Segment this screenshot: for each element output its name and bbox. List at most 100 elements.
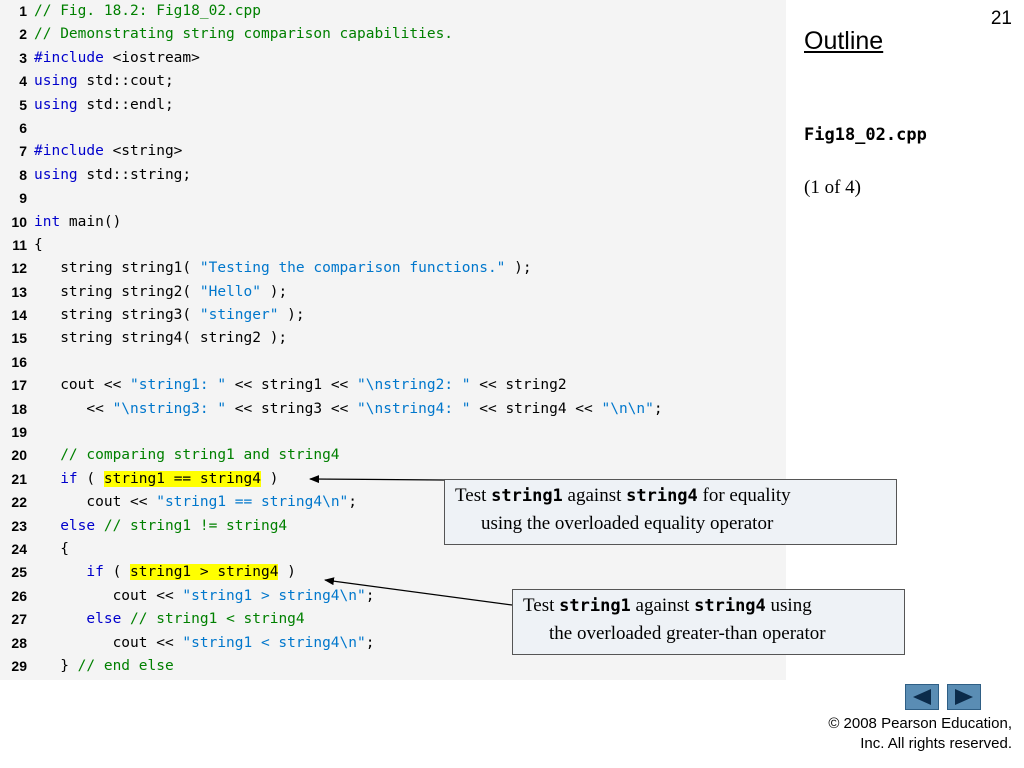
line-number: 15 [11, 330, 27, 347]
code-text: // Fig. 18.2: Fig18_02.cpp [34, 0, 261, 23]
line-number: 26 [11, 587, 27, 604]
code-line: 4 using std::cout; [0, 70, 786, 93]
code-line: 25 if ( string1 > string4 ) [0, 561, 786, 584]
triangle-left-icon [913, 689, 931, 705]
code-token: // string1 < string4 [121, 611, 305, 628]
line-number: 1 [19, 3, 27, 19]
code-text: cout << "string1 == string4\n"; [34, 491, 357, 514]
code-token: "\nstring3: " [112, 400, 227, 417]
code-token: ) [261, 470, 279, 487]
code-token: "stinger" [199, 307, 279, 324]
line-number: 16 [11, 353, 27, 370]
code-line: 1 // Fig. 18.2: Fig18_02.cpp [0, 0, 786, 23]
line-number: 4 [19, 73, 27, 90]
code-token: // string1 != string4 [95, 517, 288, 534]
code-token: // Demonstrating string comparison capab… [34, 26, 454, 43]
code-token: "\n\n" [601, 400, 654, 417]
code-token: std::cout; [77, 73, 174, 90]
code-token: ); [278, 307, 305, 324]
code-token: #include [34, 143, 104, 160]
code-text: cout << "string1 < string4\n"; [34, 632, 375, 655]
code-token: "string1 < string4\n" [182, 634, 366, 651]
code-token: string string3( [34, 307, 200, 324]
code-line: 21 if ( string1 == string4 ) [0, 468, 786, 491]
code-token: if [34, 470, 78, 487]
code-text: // Demonstrating string comparison capab… [34, 23, 453, 46]
code-line: 12 string string1( "Testing the comparis… [0, 257, 786, 280]
code-text: #include <string> [34, 140, 182, 163]
line-number: 9 [19, 190, 27, 207]
line-number: 24 [11, 540, 27, 557]
code-token: ; [348, 494, 358, 511]
code-token: else [34, 517, 96, 534]
code-token: // end else [77, 657, 174, 674]
line-number: 5 [19, 96, 27, 113]
page-indicator: (1 of 4) [804, 177, 861, 198]
line-number: 19 [11, 424, 27, 441]
code-token: ); [505, 260, 532, 277]
code-token: <iostream> [103, 49, 200, 66]
code-line: 7 #include <string> [0, 140, 786, 163]
code-token: using [34, 96, 78, 113]
callout-line-1: Test string1 against string4 using [523, 595, 812, 616]
code-line: 11{ [0, 234, 786, 257]
code-token: using [34, 166, 78, 183]
code-token: "Testing the comparison functions." [199, 260, 506, 277]
code-token: else [34, 611, 122, 628]
code-token: ; [365, 634, 375, 651]
code-line: 20 // comparing string1 and string4 [0, 444, 786, 467]
code-text: } // end else [34, 655, 174, 678]
line-number: 25 [11, 564, 27, 581]
code-token: << string1 << [226, 377, 358, 394]
code-line: 18 << "\nstring3: " << string3 << "\nstr… [0, 398, 786, 421]
code-text: string string4( string2 ); [34, 327, 287, 350]
slide-number: 21 [990, 8, 1012, 29]
code-text: using std::cout; [34, 70, 174, 93]
callout-equality-test: Test string1 against string4 for equalit… [444, 479, 897, 545]
code-line: 14 string string3( "stinger" ); [0, 304, 786, 327]
code-token: "string1 == string4\n" [156, 494, 349, 511]
code-token: "\nstring2: " [357, 377, 471, 394]
line-number: 28 [11, 634, 27, 651]
code-text: << "\nstring3: " << string3 << "\nstring… [34, 398, 663, 421]
next-slide-button[interactable] [947, 684, 981, 710]
code-line: 23 else // string1 != string4 [0, 515, 786, 538]
code-token: ( [77, 470, 104, 487]
code-text: cout << "string1: " << string1 << "\nstr… [34, 374, 566, 397]
code-token: std::endl; [77, 96, 174, 113]
code-token: #include [34, 49, 104, 66]
file-name: Fig18_02.cpp [804, 125, 927, 145]
code-line: 3 #include <iostream> [0, 47, 786, 70]
code-token: { [34, 540, 69, 557]
line-number: 3 [19, 49, 27, 66]
code-line: 17 cout << "string1: " << string1 << "\n… [0, 374, 786, 397]
code-text: else // string1 < string4 [34, 608, 305, 631]
line-number: 7 [19, 143, 27, 160]
code-text: else // string1 != string4 [34, 515, 287, 538]
previous-slide-button[interactable] [905, 684, 939, 710]
code-text: string string3( "stinger" ); [34, 304, 305, 327]
code-text: using std::endl; [34, 94, 174, 117]
code-text: if ( string1 == string4 ) [34, 468, 278, 491]
code-token: "Hello" [199, 283, 261, 300]
callout-greater-than-test: Test string1 against string4 using the o… [512, 589, 905, 655]
code-token: cout << [34, 634, 183, 651]
code-line: 16 [0, 351, 786, 374]
line-number: 11 [12, 236, 27, 253]
code-token: << string3 << [226, 400, 358, 417]
line-number: 13 [11, 283, 27, 300]
line-number: 6 [19, 119, 27, 136]
outline-title[interactable]: Outline [804, 27, 884, 55]
line-number: 8 [19, 166, 27, 183]
code-token: "\nstring4: " [357, 400, 471, 417]
code-text: using std::string; [34, 164, 191, 187]
line-number: 27 [11, 611, 27, 628]
code-token: cout << [34, 377, 131, 394]
code-token: if [34, 564, 104, 581]
highlighted-expression: string1 == string4 [103, 470, 261, 487]
code-line: 29 } // end else [0, 655, 786, 678]
code-line: 15 string string4( string2 ); [0, 327, 786, 350]
callout-line-1: Test string1 against string4 for equalit… [455, 485, 791, 506]
code-token: ; [653, 400, 663, 417]
